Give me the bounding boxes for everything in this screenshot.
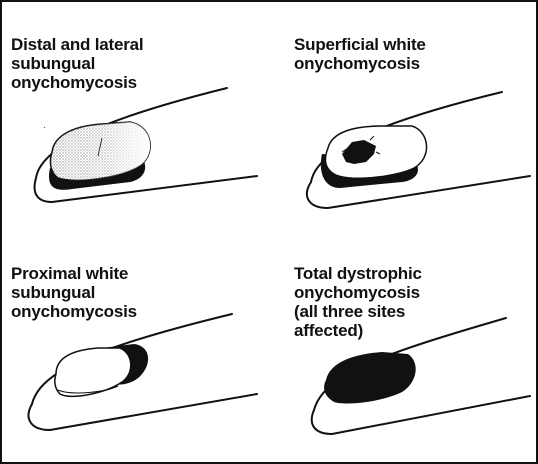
finger-proximal-white-subungual [29,314,257,430]
nail-plate [55,348,131,396]
finger-total-dystrophic [312,318,530,434]
finger-distal-lateral-subungual [35,88,257,202]
finger-superficial-white [307,92,530,208]
finger-outline-lower [29,394,257,430]
nail-fully-affected [324,352,416,404]
